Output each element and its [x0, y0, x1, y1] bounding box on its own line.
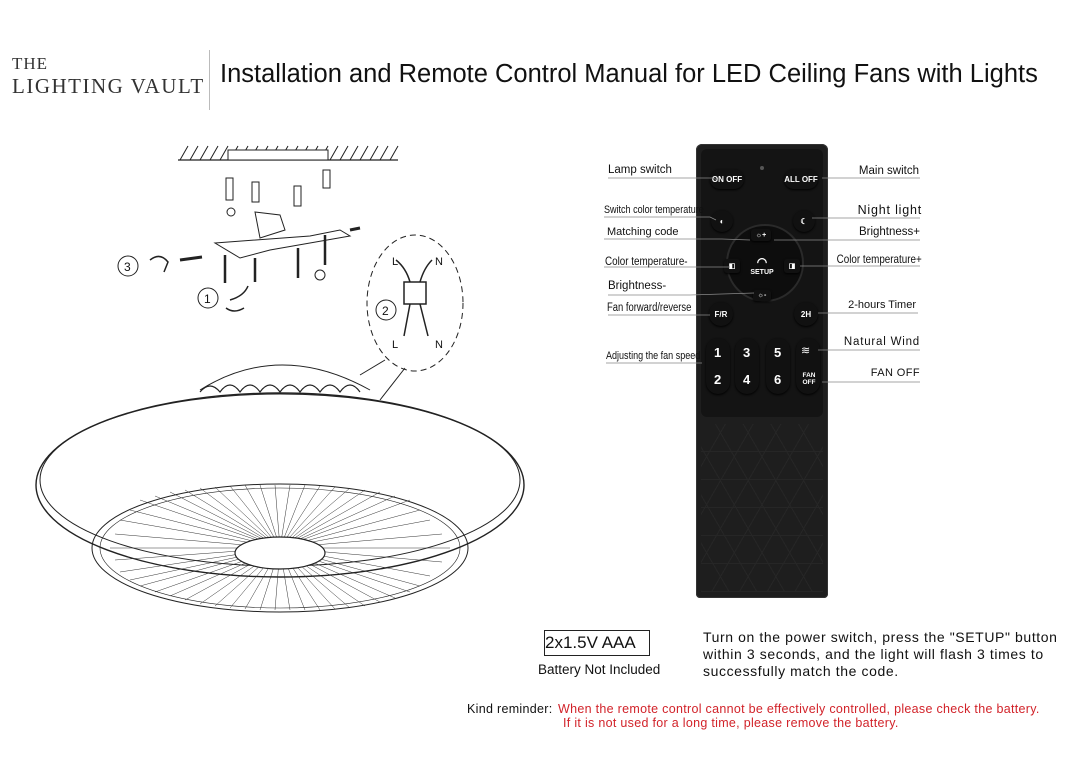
color-temp-switch-button[interactable]: ◐ — [711, 210, 733, 232]
label-adjusting-fan-speed: Adjusting the fan speed — [606, 350, 701, 362]
brand-line-1: THE — [12, 54, 49, 73]
label-fan-forward-reverse: Fan forward/reverse — [607, 302, 692, 314]
speed-6-button[interactable]: 6 — [774, 372, 782, 387]
reminder-line-1: When the remote control cannot be effect… — [558, 702, 1040, 716]
wall-anchors — [225, 169, 331, 217]
wire-label-n-bottom: N — [435, 339, 443, 351]
fan-off-button[interactable]: FAN OFF — [802, 372, 816, 386]
ceiling-fan-body — [35, 364, 525, 613]
wire-label-l-top: L — [392, 256, 398, 268]
moon-icon: ☾ — [800, 216, 808, 226]
label-brightness-plus: Brightness+ — [858, 226, 920, 238]
header-divider — [209, 50, 210, 110]
wire-label-l-bottom: L — [392, 339, 398, 351]
label-brightness-minus: Brightness- — [608, 280, 667, 292]
mounting-bracket — [213, 211, 352, 259]
label-color-temperature-minus: Color temperature- — [605, 254, 688, 268]
fan-reverse-button[interactable]: F/R — [709, 302, 733, 326]
label-fan-off: FAN OFF — [870, 367, 920, 379]
battery-box — [544, 630, 650, 656]
ir-led — [760, 166, 764, 170]
label-night-light: Night light — [857, 203, 922, 217]
label-switch-color-temperature: Switch color temperature — [604, 204, 704, 216]
setup-button[interactable]: ◠ SETUP — [745, 250, 779, 280]
speed-pill-middle — [735, 338, 759, 394]
label-pointer-lines — [604, 177, 920, 383]
speed-4-button[interactable]: 4 — [743, 372, 751, 387]
brightness-plus-icon: ☼+ — [755, 231, 767, 239]
wind-pill — [796, 338, 820, 394]
all-off-button[interactable]: ALL OFF — [784, 169, 818, 189]
battery-spec: 2x1.5V AAA — [545, 633, 636, 652]
label-matching-code: Matching code — [607, 226, 679, 238]
setup-label: SETUP — [750, 268, 774, 276]
step-2-label: 2 — [382, 304, 389, 318]
brightness-minus-button[interactable]: ☼- — [753, 290, 771, 301]
on-off-button[interactable]: ON OFF — [710, 169, 744, 189]
speed-1-button[interactable]: 1 — [714, 345, 722, 360]
brand-logo: LIGHTING VAULT — [12, 74, 205, 98]
ceiling-hatch — [178, 145, 399, 161]
label-natural-wind: Natural Wind — [843, 336, 920, 348]
color-temp-plus-icon: ◨ — [788, 263, 796, 270]
timer-2h-button[interactable]: 2H — [794, 302, 818, 326]
reminder-line-2: If it is not used for a long time, pleas… — [563, 716, 899, 730]
color-temp-icon: ◐ — [719, 216, 725, 226]
speed-2-button[interactable]: 2 — [714, 372, 722, 387]
color-temp-minus-icon: ◧ — [728, 263, 736, 270]
pairing-instruction: Turn on the power switch, press the "SET… — [703, 629, 1058, 679]
speed-5-button[interactable]: 5 — [774, 345, 782, 360]
label-lamp-switch: Lamp switch — [608, 164, 672, 176]
step-3-label: 3 — [124, 260, 131, 274]
color-temp-minus-button[interactable]: ◧ — [724, 259, 740, 273]
wifi-icon: ◠ — [756, 254, 768, 269]
speed-pill-right — [766, 338, 790, 394]
battery-note: Battery Not Included — [538, 662, 661, 677]
wire-label-n-top: N — [435, 256, 443, 268]
label-color-temperature-plus: Color temperature+ — [836, 252, 922, 266]
label-2-hours-timer: 2-hours Timer — [848, 299, 916, 311]
remote-hex-texture — [701, 424, 823, 592]
installation-diagram: 3 1 2 L N L N — [35, 145, 525, 613]
brightness-plus-button[interactable]: ☼+ — [751, 229, 771, 241]
natural-wind-icon[interactable]: ≋ — [801, 345, 811, 357]
page-title: Installation and Remote Control Manual f… — [220, 60, 1038, 88]
speed-3-button[interactable]: 3 — [743, 345, 751, 360]
speed-pill-left — [706, 338, 730, 394]
brightness-minus-icon: ☼- — [757, 292, 767, 299]
color-temp-plus-button[interactable]: ◨ — [784, 259, 800, 273]
step-1-label: 1 — [204, 292, 211, 306]
label-main-switch: Main switch — [858, 165, 919, 177]
reminder-prefix: Kind reminder: — [467, 702, 553, 716]
night-light-button[interactable]: ☾ — [793, 210, 815, 232]
